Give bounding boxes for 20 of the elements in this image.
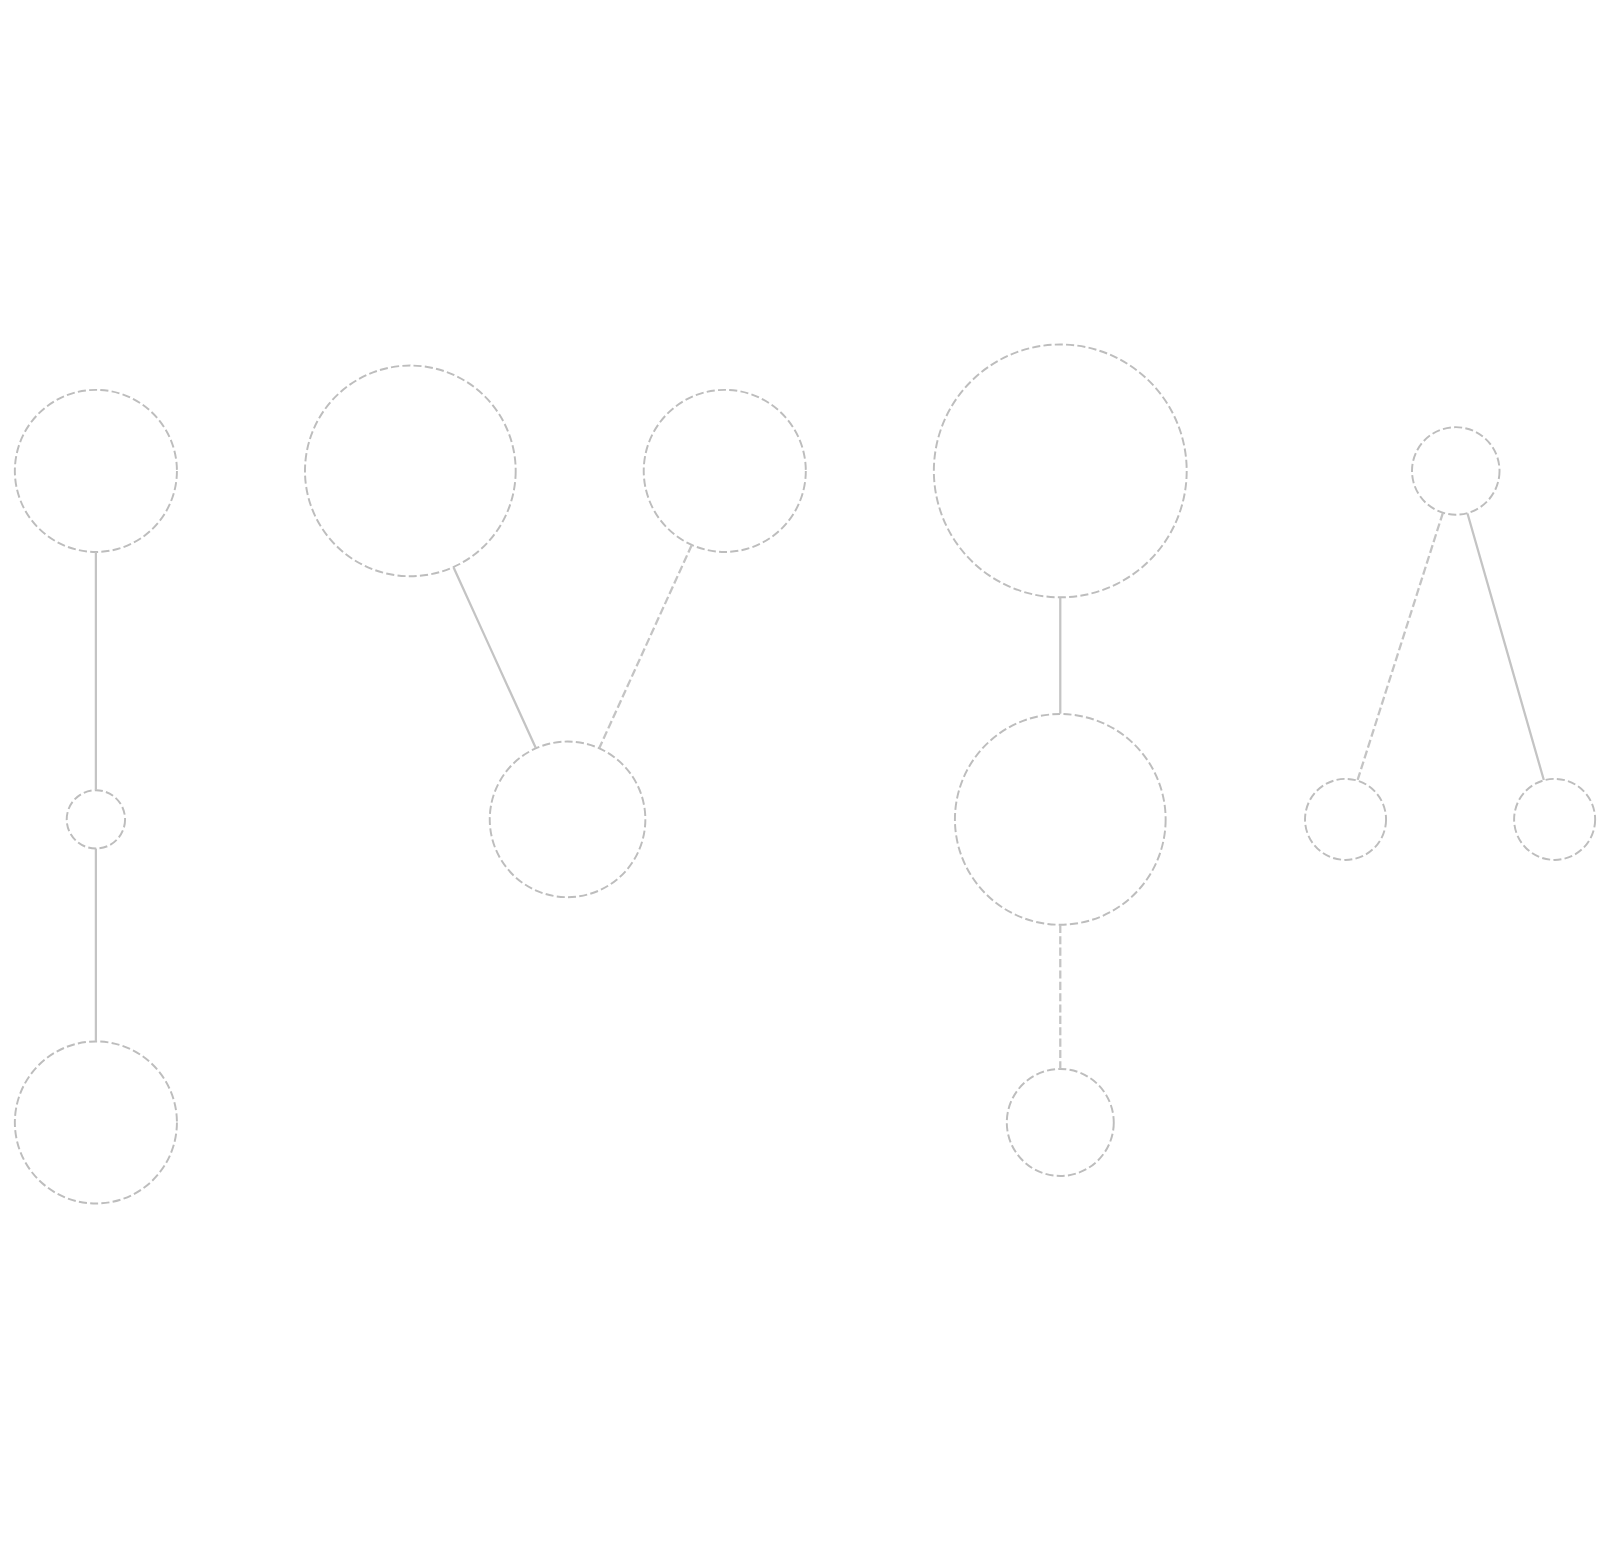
node-circle [953,712,1167,926]
connector [94,848,98,1041]
node-circle [13,388,178,553]
node-circle [642,388,807,553]
node-circle [932,343,1188,598]
connector [1466,512,1545,780]
node-circle [1513,777,1597,861]
node-circle [1304,777,1388,861]
node-circle [488,740,647,898]
node-circle [1005,1067,1115,1177]
connector [1059,924,1062,1069]
connector [1059,597,1062,713]
connector [1356,511,1444,781]
connector [94,551,98,790]
node-circle [304,364,517,577]
node-circle [1411,425,1501,516]
connector [598,544,693,748]
connector [452,566,537,748]
node-circle [13,1039,178,1204]
node-circle [65,788,127,850]
